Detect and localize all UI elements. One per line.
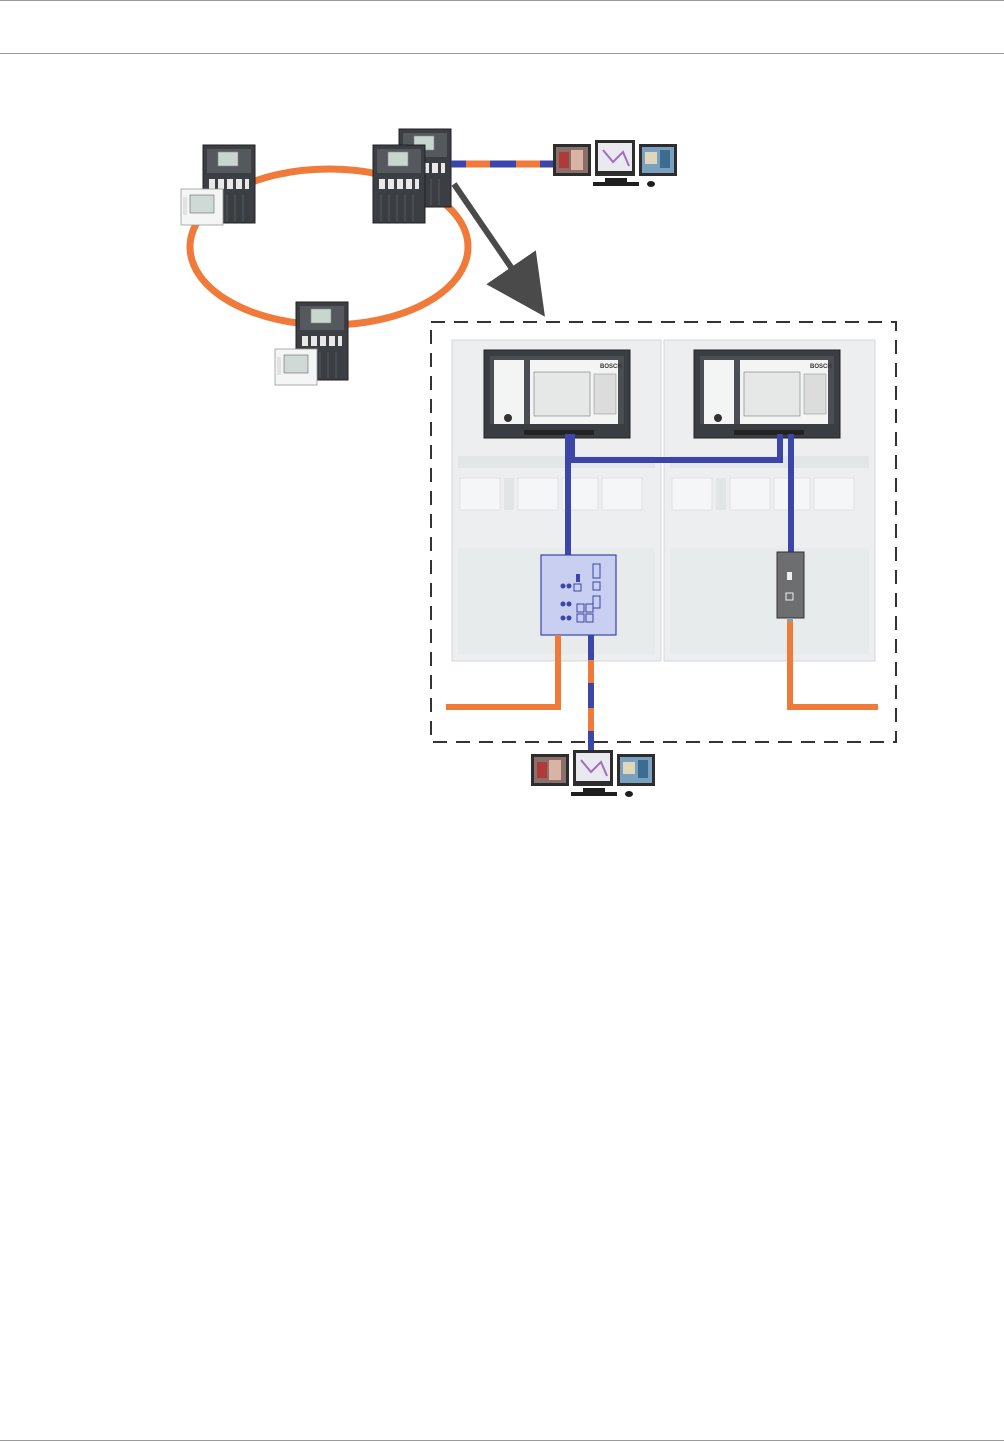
ethernet-switch-module: [541, 555, 616, 635]
brand-label-right: BOSCH: [810, 364, 832, 370]
detail-panel-left: BOSCH: [484, 350, 630, 438]
workstation-bottom: [531, 750, 655, 797]
detail-panel-right: BOSCH: [694, 350, 840, 438]
ring-panel-top-left-keypad: [181, 189, 223, 225]
ring-panel-bottom-keypad: [275, 349, 317, 385]
interface-module: [777, 552, 804, 622]
ring-panel-top-right-front: [373, 145, 425, 223]
brand-label-left: BOSCH: [600, 364, 622, 370]
workstation-top: [553, 140, 677, 187]
